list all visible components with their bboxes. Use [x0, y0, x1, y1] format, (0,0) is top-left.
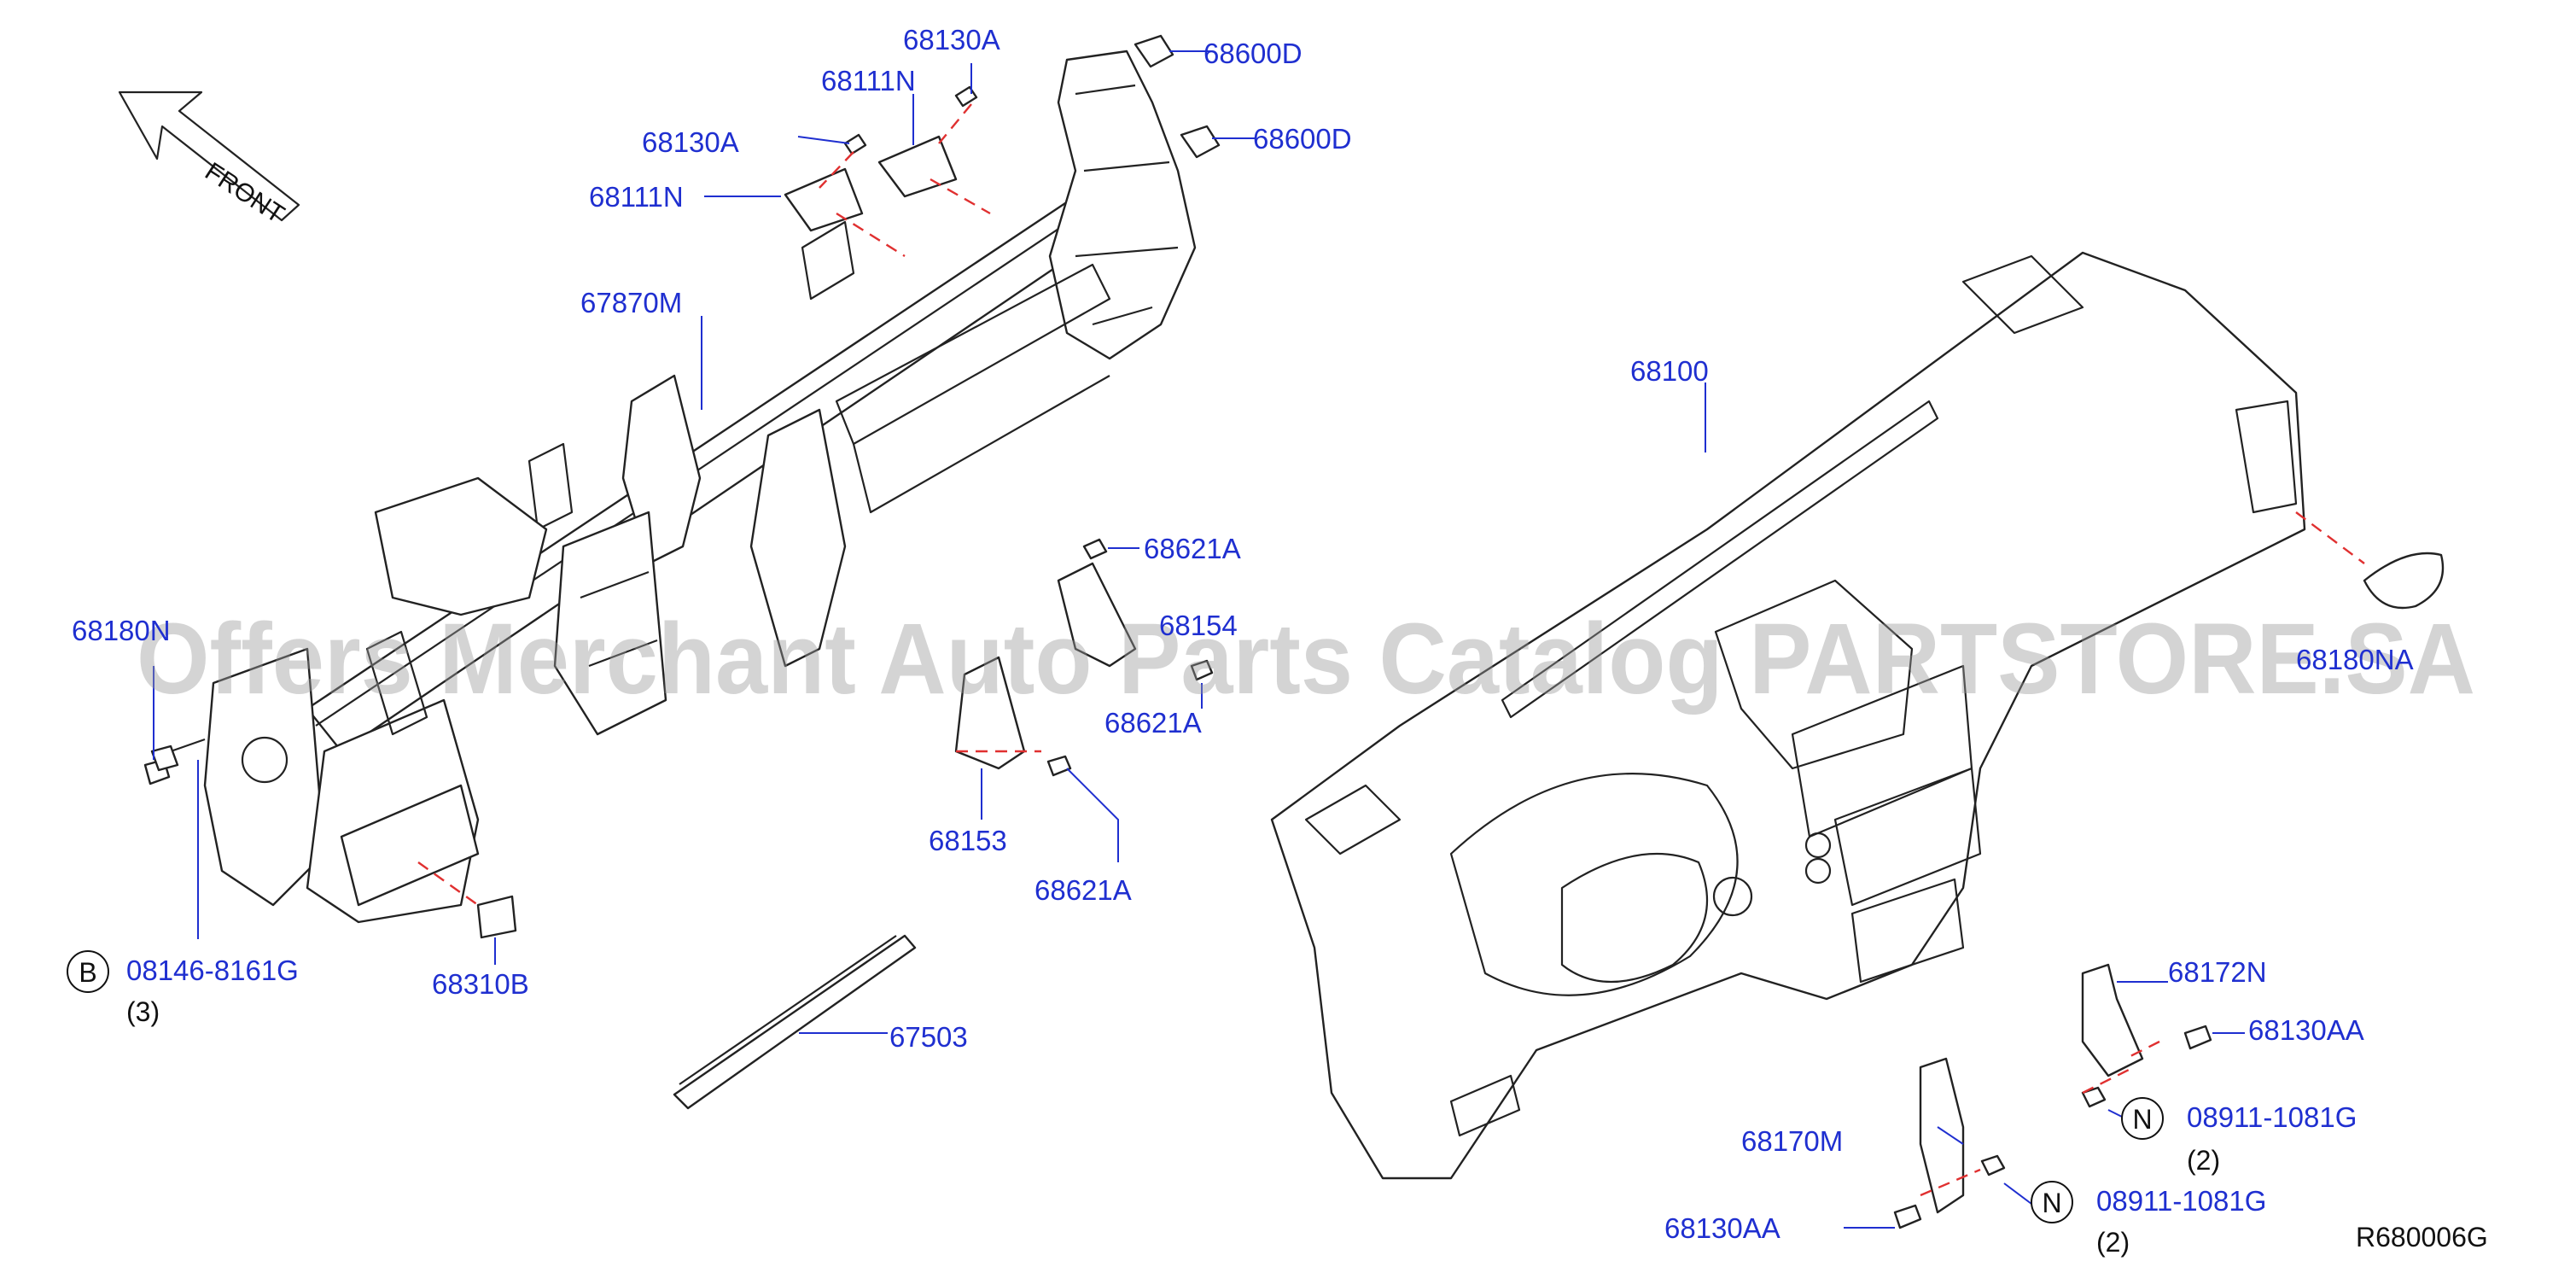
strip-67503: [673, 934, 917, 1110]
lid-68180NA: [2363, 552, 2445, 610]
callout-68180NA-right: 68180NA: [2296, 644, 2414, 675]
bracket-68172N: [2081, 963, 2144, 1077]
bolt-icon-68621A-bot: [1046, 755, 1072, 777]
bolt-icon-68621A-mid: [1190, 659, 1214, 681]
instrument-panel-68100: [1270, 251, 2306, 1180]
front-arrow-icon: [118, 90, 300, 222]
callout-68154: 68154: [1159, 610, 1238, 641]
callout-68170M: 68170M: [1741, 1125, 1843, 1157]
bracket-68170M: [1919, 1057, 1965, 1214]
callout-67503: 67503: [889, 1021, 968, 1053]
nut-icon-08911-a: [2081, 1086, 2107, 1108]
watermark: Offers Merchant Auto Parts Catalog PARTS…: [137, 603, 2475, 715]
clip-icon-68600D-mid: [1180, 125, 1221, 159]
front-label: FRONT: [200, 157, 289, 229]
qty-08911-a: (2): [2187, 1145, 2220, 1176]
bolt-icon-top: [954, 85, 978, 108]
callout-68111N-top: 68111N: [821, 65, 916, 96]
leader-lines: [153, 50, 2245, 1229]
callout-67870M: 67870M: [580, 287, 682, 318]
callout-08911-1081G-b: 08911-1081G: [2096, 1185, 2266, 1217]
assembly-dashes: [417, 103, 2365, 1197]
bolt-icon-68130AA-right: [2183, 1025, 2212, 1050]
callout-68180N-left: 68180N: [72, 615, 171, 646]
callout-08911-1081G-a: 08911-1081G: [2187, 1101, 2357, 1133]
qty-08911-b: (2): [2096, 1227, 2130, 1258]
bracket-icon-68111N-top: [877, 135, 958, 198]
badge-N-b: N: [2031, 1181, 2073, 1223]
qty-08146: (3): [126, 996, 160, 1027]
bracket-68153: [954, 656, 1026, 770]
nut-icon-08911-b: [1980, 1154, 2006, 1176]
callout-68310B: 68310B: [432, 968, 529, 1000]
svg-text:B: B: [79, 957, 96, 988]
callout-68100: 68100: [1630, 355, 1709, 387]
steering-member-67870M: [203, 50, 1197, 924]
callout-68600D-mid: 68600D: [1253, 123, 1352, 155]
callout-68621A-top: 68621A: [1144, 533, 1241, 564]
bolt-icon-68130AA-left: [1893, 1204, 1922, 1229]
callout-68130A-top: 68130A: [903, 24, 1000, 55]
callout-68130A-left: 68130A: [642, 126, 739, 158]
callout-68172N: 68172N: [2168, 956, 2267, 988]
callout-68600D-top: 68600D: [1203, 38, 1303, 69]
svg-text:N: N: [2132, 1104, 2152, 1135]
bracket-icon-68111N-left: [784, 167, 864, 232]
callout-68130AA-right: 68130AA: [2248, 1014, 2364, 1046]
callout-68621A-bot: 68621A: [1034, 874, 1132, 906]
ref-code: R680006G: [2356, 1222, 2488, 1252]
bolt-icon-left: [843, 133, 867, 155]
callout-68153: 68153: [929, 825, 1007, 856]
callout-labels: 68130A 68111N 68600D 68600D 68130A 68111…: [72, 24, 2414, 1258]
lid-68180N: [150, 744, 179, 772]
clip-icon-68600D-top: [1134, 34, 1174, 68]
bracket-68154: [1057, 562, 1137, 668]
callout-08146-8161G: 08146-8161G: [126, 955, 299, 986]
badge-N-a: N: [2121, 1097, 2164, 1140]
callout-68130AA-left: 68130AA: [1664, 1212, 1780, 1244]
callout-68621A-mid: 68621A: [1104, 707, 1202, 739]
svg-text:N: N: [2042, 1188, 2061, 1218]
callout-68111N-left: 68111N: [589, 181, 684, 213]
badge-B: B: [67, 950, 109, 993]
bolt-icon-68621A-top: [1082, 538, 1108, 560]
pad-icon-68310B: [476, 895, 517, 939]
